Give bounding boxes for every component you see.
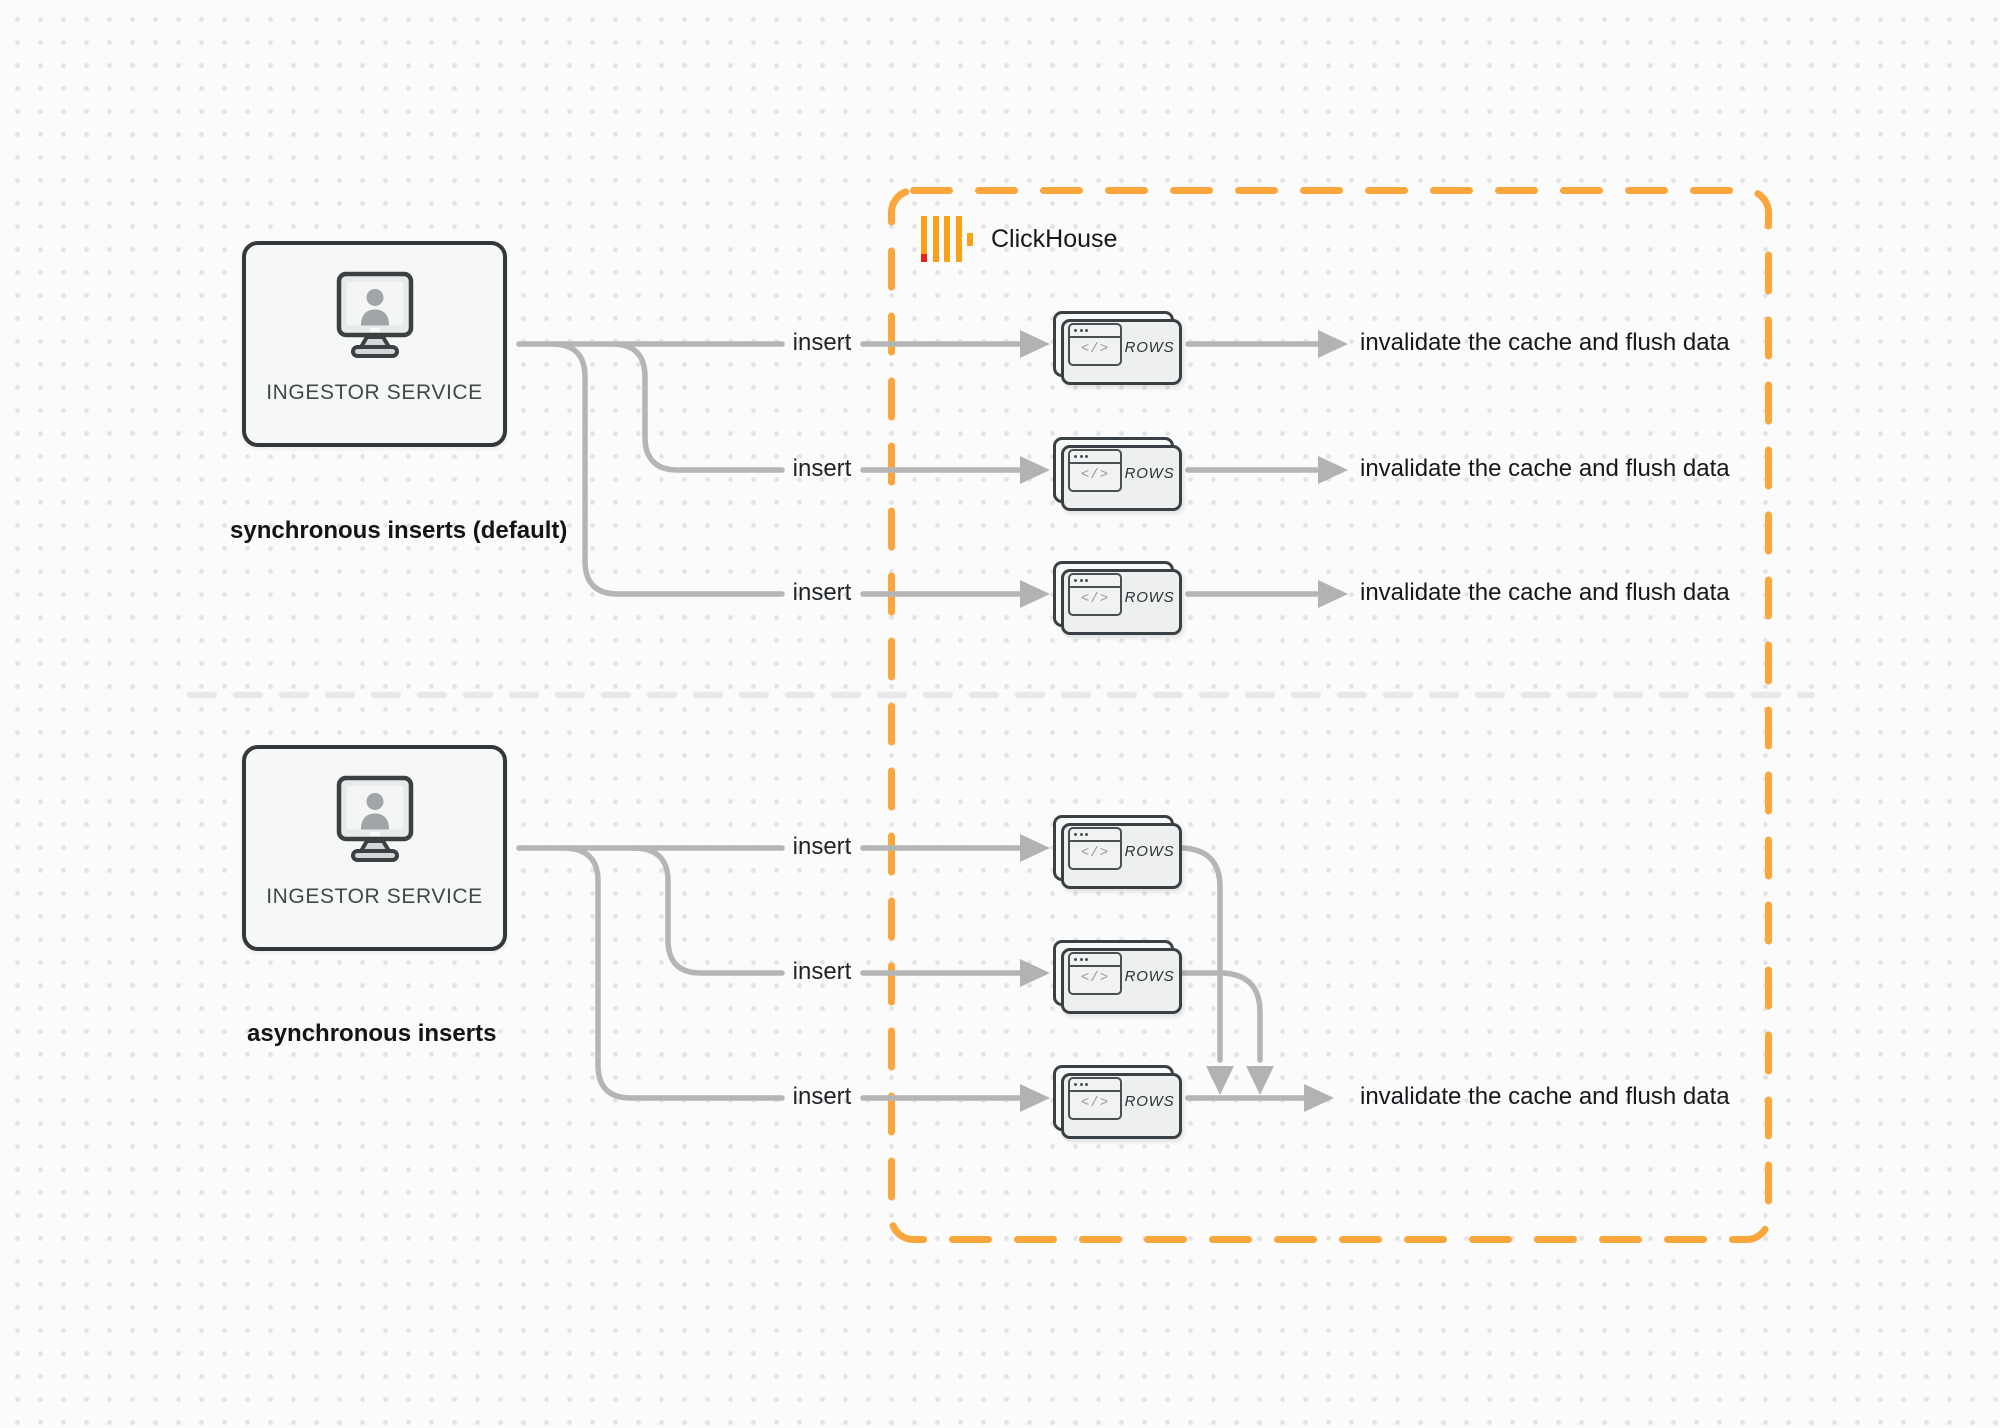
monitor-user-icon (336, 271, 413, 358)
code-glyph: </> (1080, 591, 1110, 607)
async-caption: asynchronous inserts (247, 1020, 497, 1047)
monitor-user-icon (336, 775, 413, 862)
rows-card: </> ROWS (1053, 561, 1182, 635)
result-label: invalidate the cache and flush data (1360, 579, 1730, 606)
rows-card-label: ROWS (1124, 464, 1175, 482)
code-glyph: </> (1080, 1095, 1110, 1111)
rows-card-label: ROWS (1124, 967, 1175, 985)
rows-card: </> ROWS (1053, 311, 1182, 385)
rows-card: </> ROWS (1053, 1065, 1182, 1139)
insert-label: insert (792, 579, 852, 606)
ingestor-service-label: INGESTOR SERVICE (266, 885, 483, 908)
rows-card-label: ROWS (1124, 338, 1175, 356)
clickhouse-label: ClickHouse (991, 224, 1118, 253)
code-glyph: </> (1080, 970, 1110, 986)
code-window-icon: </> (1068, 1077, 1122, 1120)
insert-label: insert (792, 958, 852, 985)
result-label: invalidate the cache and flush data (1360, 455, 1730, 482)
insert-label: insert (792, 1083, 852, 1110)
insert-label: insert (792, 833, 852, 860)
rows-card: </> ROWS (1053, 437, 1182, 511)
insert-label: insert (792, 329, 852, 356)
rows-card-label: ROWS (1124, 842, 1175, 860)
code-window-icon: </> (1068, 952, 1122, 995)
rows-card: </> ROWS (1053, 940, 1182, 1014)
code-window-icon: </> (1068, 449, 1122, 492)
ingestor-service-label: INGESTOR SERVICE (266, 381, 483, 404)
code-window-icon: </> (1068, 827, 1122, 870)
result-label: invalidate the cache and flush data (1360, 1083, 1730, 1110)
code-glyph: </> (1080, 845, 1110, 861)
rows-card-label: ROWS (1124, 588, 1175, 606)
code-glyph: </> (1080, 341, 1110, 357)
code-window-icon: </> (1068, 323, 1122, 366)
rows-card: </> ROWS (1053, 815, 1182, 889)
sync-caption: synchronous inserts (default) (230, 517, 568, 544)
rows-card-label: ROWS (1124, 1092, 1175, 1110)
ingestor-service-box-sync: INGESTOR SERVICE (242, 241, 507, 447)
clickhouse-logo: ClickHouse (921, 216, 1117, 262)
code-window-icon: </> (1068, 573, 1122, 616)
insert-label: insert (792, 455, 852, 482)
code-glyph: </> (1080, 467, 1110, 483)
clickhouse-bars-icon (921, 216, 973, 262)
ingestor-service-box-async: INGESTOR SERVICE (242, 745, 507, 951)
clickhouse-boundary (888, 187, 1772, 1243)
result-label: invalidate the cache and flush data (1360, 329, 1730, 356)
